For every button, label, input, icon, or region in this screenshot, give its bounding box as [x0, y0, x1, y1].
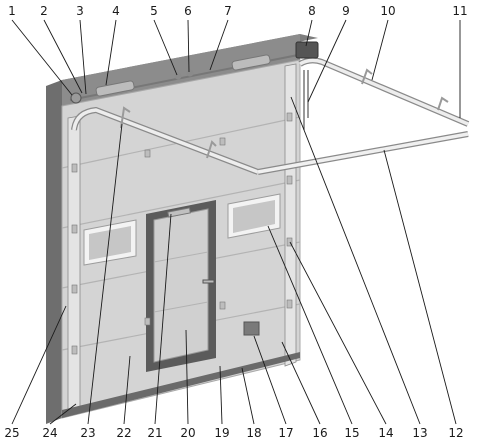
callout-1: 1	[8, 4, 16, 18]
callout-20: 20	[180, 426, 195, 440]
callout-numbers-bottom: 25 24 23 22 21 20 19 18 17 16 15 14 13 1…	[4, 426, 463, 440]
track-hangers	[120, 68, 449, 159]
hinges	[71, 112, 293, 355]
callout-7: 7	[224, 4, 232, 18]
callout-19: 19	[214, 426, 229, 440]
bearing-center-1	[174, 72, 182, 80]
callout-numbers-top: 1 2 3 4 5 6 7 8 9 10 11	[8, 4, 467, 18]
callout-9: 9	[342, 4, 350, 18]
cable-drum-left	[70, 92, 82, 104]
callout-3: 3	[76, 4, 84, 18]
right-vertical-track	[284, 63, 297, 367]
callout-24: 24	[42, 426, 57, 440]
window-right	[227, 193, 281, 239]
spring-right	[231, 54, 271, 71]
callout-8: 8	[308, 4, 316, 18]
callout-17: 17	[278, 426, 293, 440]
leader-lines	[11, 19, 461, 425]
spring-left	[95, 80, 135, 97]
left-vertical-track	[67, 115, 81, 417]
callout-2: 2	[40, 4, 48, 18]
callout-15: 15	[344, 426, 359, 440]
callout-18: 18	[246, 426, 261, 440]
bottom-seal	[62, 352, 300, 418]
wall-left-jamb	[46, 80, 62, 424]
callout-13: 13	[412, 426, 427, 440]
callout-21: 21	[147, 426, 162, 440]
callout-23: 23	[80, 426, 95, 440]
callout-22: 22	[116, 426, 131, 440]
callout-25: 25	[4, 426, 19, 440]
wicket-door-leaf	[153, 208, 209, 363]
callout-11: 11	[452, 4, 467, 18]
callout-14: 14	[378, 426, 393, 440]
ventilation-grille	[243, 321, 260, 336]
callout-5: 5	[150, 4, 158, 18]
callout-4: 4	[112, 4, 120, 18]
callout-6: 6	[184, 4, 192, 18]
bearing-center-2	[186, 69, 194, 77]
door-handle	[202, 279, 215, 284]
window-left	[83, 219, 137, 266]
door-closer	[167, 207, 191, 218]
callout-10: 10	[380, 4, 395, 18]
drive-motor	[295, 41, 319, 59]
callout-12: 12	[448, 426, 463, 440]
callout-16: 16	[312, 426, 327, 440]
